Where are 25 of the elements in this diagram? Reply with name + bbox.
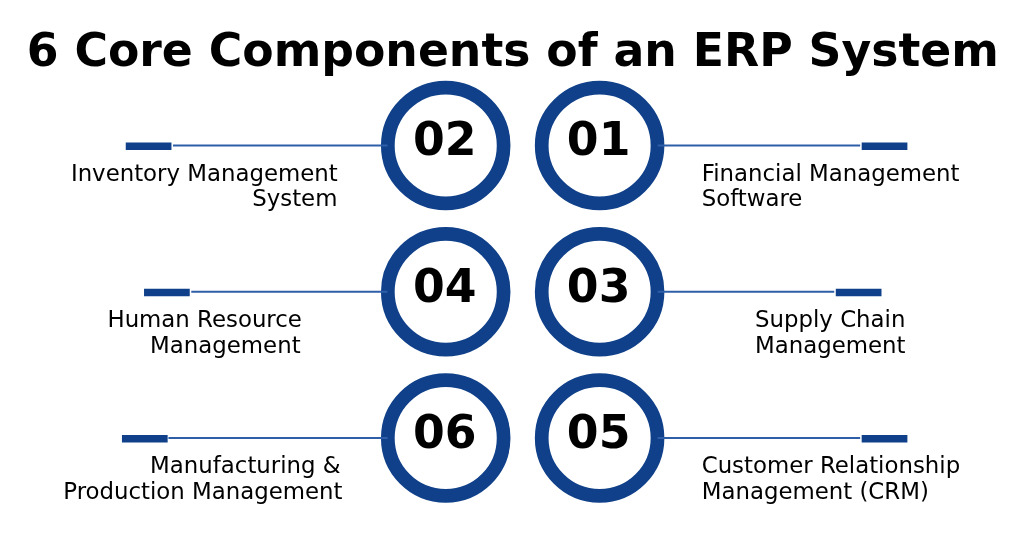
node-circle: 06 [380,373,511,503]
node-circle: 04 [380,227,511,357]
node-circle: 02 [380,80,511,211]
node-box [861,142,908,151]
node-box [835,288,882,297]
node-box [144,288,190,297]
node-box [125,142,172,151]
connector [656,144,862,147]
node-box [121,434,168,443]
connector [656,437,862,439]
connector [656,290,836,293]
node-circle: 03 [534,227,665,357]
connector [172,144,389,147]
connector [190,290,389,293]
connector [167,437,389,439]
node-box [861,434,908,443]
node-label: Supply Chain Management [755,305,906,358]
node-circle: 01 [534,80,665,211]
node-label: Customer Relationship Management (CRM) [701,452,961,504]
node-label: Inventory Management System [70,159,338,212]
diagram-title: 6 Core Components of an ERP System [26,24,999,78]
node-label: Manufacturing & Production Management [63,452,343,504]
node-label: Human Resource Management [107,305,302,358]
node-circle: 05 [534,373,665,503]
node-label: Financial Management Software [701,159,960,212]
